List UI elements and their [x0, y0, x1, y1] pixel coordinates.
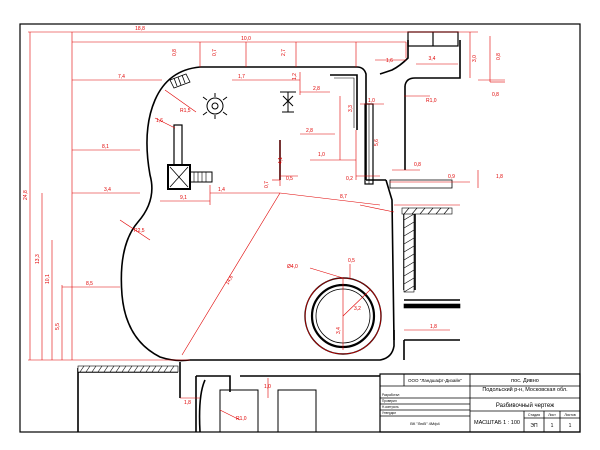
dim-row-0-7: 0,7: [264, 181, 270, 188]
dim-mid-3-3: 3,3: [348, 105, 354, 112]
lamp-symbol: [280, 91, 296, 113]
tb-sheets-header: Листов: [564, 413, 576, 417]
dim-left-b: 10,1: [45, 274, 51, 284]
dimension-labels: 18,8 10,0 0,8 0,7 2,7 3,4 1,6 3,0 0,8 R1…: [23, 26, 503, 422]
dim-mid-1-0: 1,0: [368, 98, 375, 104]
dim-side-0-8: 0,8: [492, 92, 499, 98]
dim-diagonal: 14,6: [225, 274, 235, 286]
dim-top-inner: 10,0: [241, 36, 251, 42]
tb-stage-header: Стадия: [528, 413, 540, 417]
dim-top-c: 2,7: [281, 49, 287, 56]
tb-org: ООО "Ландшафт-Дизайн": [408, 377, 462, 383]
steps: [169, 73, 191, 89]
tb-role-1: Разработал: [382, 393, 399, 397]
tb-role-4: Утвердил: [382, 411, 396, 415]
grill-unit: [167, 124, 213, 190]
dim-top-a: 0,8: [172, 49, 178, 56]
dim-mid-1-0b: 1,0: [318, 152, 325, 158]
interior-objects: [219, 31, 459, 433]
dim-row-8-7: 8,7: [340, 194, 347, 200]
tb-stage-value: ЭП: [530, 423, 538, 429]
dim-bottom-r: R1,0: [236, 416, 247, 422]
dim-curve-r2-5: R2,5: [134, 228, 145, 234]
dim-fountain-b: 3,4: [336, 327, 342, 334]
dim-fountain-c: 3,2: [354, 306, 361, 312]
dim-fountain-d: Ø4,0: [287, 264, 298, 270]
dim-bottom-1-8: 1,8: [184, 400, 191, 406]
tb-object-line2: Подольский р-н, Московская обл.: [482, 386, 568, 393]
title-block-text: ООО "Ландшафт-Дизайн" пос. Дивно Подольс…: [382, 377, 576, 429]
tb-role-3: Н.контроль: [382, 405, 399, 409]
dim-curve-r1-5: R1,5: [180, 108, 191, 114]
site-outline: [77, 40, 461, 433]
tb-sheets-value: 1: [569, 423, 572, 429]
dim-left-c: 5,5: [55, 323, 61, 330]
dim-row-1-4: 1,4: [218, 187, 225, 193]
tb-format-note: ВК "ЛюВ" 4Мф4: [410, 421, 440, 426]
dim-left-7-4: 7,4: [118, 74, 125, 80]
dim-left-total: 24,8: [23, 190, 29, 200]
dim-mid-2-8b: 2,8: [306, 128, 313, 134]
dim-right-1-8: 1,8: [496, 174, 503, 180]
dim-fountain-a: 0,5: [348, 258, 355, 264]
dim-top-right-a: 1,6: [386, 58, 393, 64]
dim-mid-0-5: 0,5: [286, 176, 293, 182]
dim-mid-0-2: 0,2: [346, 176, 353, 182]
dim-right-1-8b: 1,8: [430, 324, 437, 330]
dim-curve-1-6: 1,6: [156, 118, 163, 124]
dim-left-a: 13,3: [35, 254, 41, 264]
dim-left-8-5: 8,5: [86, 281, 93, 287]
dimension-lines: [28, 31, 505, 421]
dim-left-8-1: 8,1: [102, 144, 109, 150]
dim-top-total: 18,8: [135, 26, 145, 32]
tb-object-line1: пос. Дивно: [511, 378, 539, 384]
dim-stand-width: 3,4: [429, 56, 436, 62]
dim-top-right-b: 3,0: [472, 55, 478, 62]
dim-mid-1-7: 1,7: [238, 74, 245, 80]
dim-corner-radius: R1,0: [426, 98, 437, 104]
tb-scale: МАСШТАБ 1 : 100: [474, 420, 520, 426]
dim-top-b: 0,7: [212, 49, 218, 56]
dim-top-right-c: 0,8: [496, 53, 502, 60]
dim-bottom-1-0: 1,0: [264, 384, 271, 390]
dim-mid-2-8: 2,8: [313, 86, 320, 92]
dim-right-0-9: 0,9: [448, 174, 455, 180]
plant-symbol: [202, 93, 228, 119]
dim-mid-1-2: 1,2: [292, 73, 298, 80]
dim-mid-4-1: 4,1: [278, 157, 284, 164]
dim-mid-0-8: 0,8: [414, 162, 421, 168]
title-block: [379, 373, 581, 433]
tb-sheet-header: Лист: [548, 413, 556, 417]
dim-row-9-1: 9,1: [180, 195, 187, 201]
tb-sheet-title: Разбивочный чертеж: [496, 402, 554, 409]
hatched-walls: [77, 207, 461, 373]
tb-sheet-value: 1: [551, 423, 554, 429]
tb-role-2: Проверил: [382, 399, 397, 403]
dim-row-3-4: 3,4: [104, 187, 111, 193]
dim-side-5-6: 5,6: [374, 139, 380, 146]
